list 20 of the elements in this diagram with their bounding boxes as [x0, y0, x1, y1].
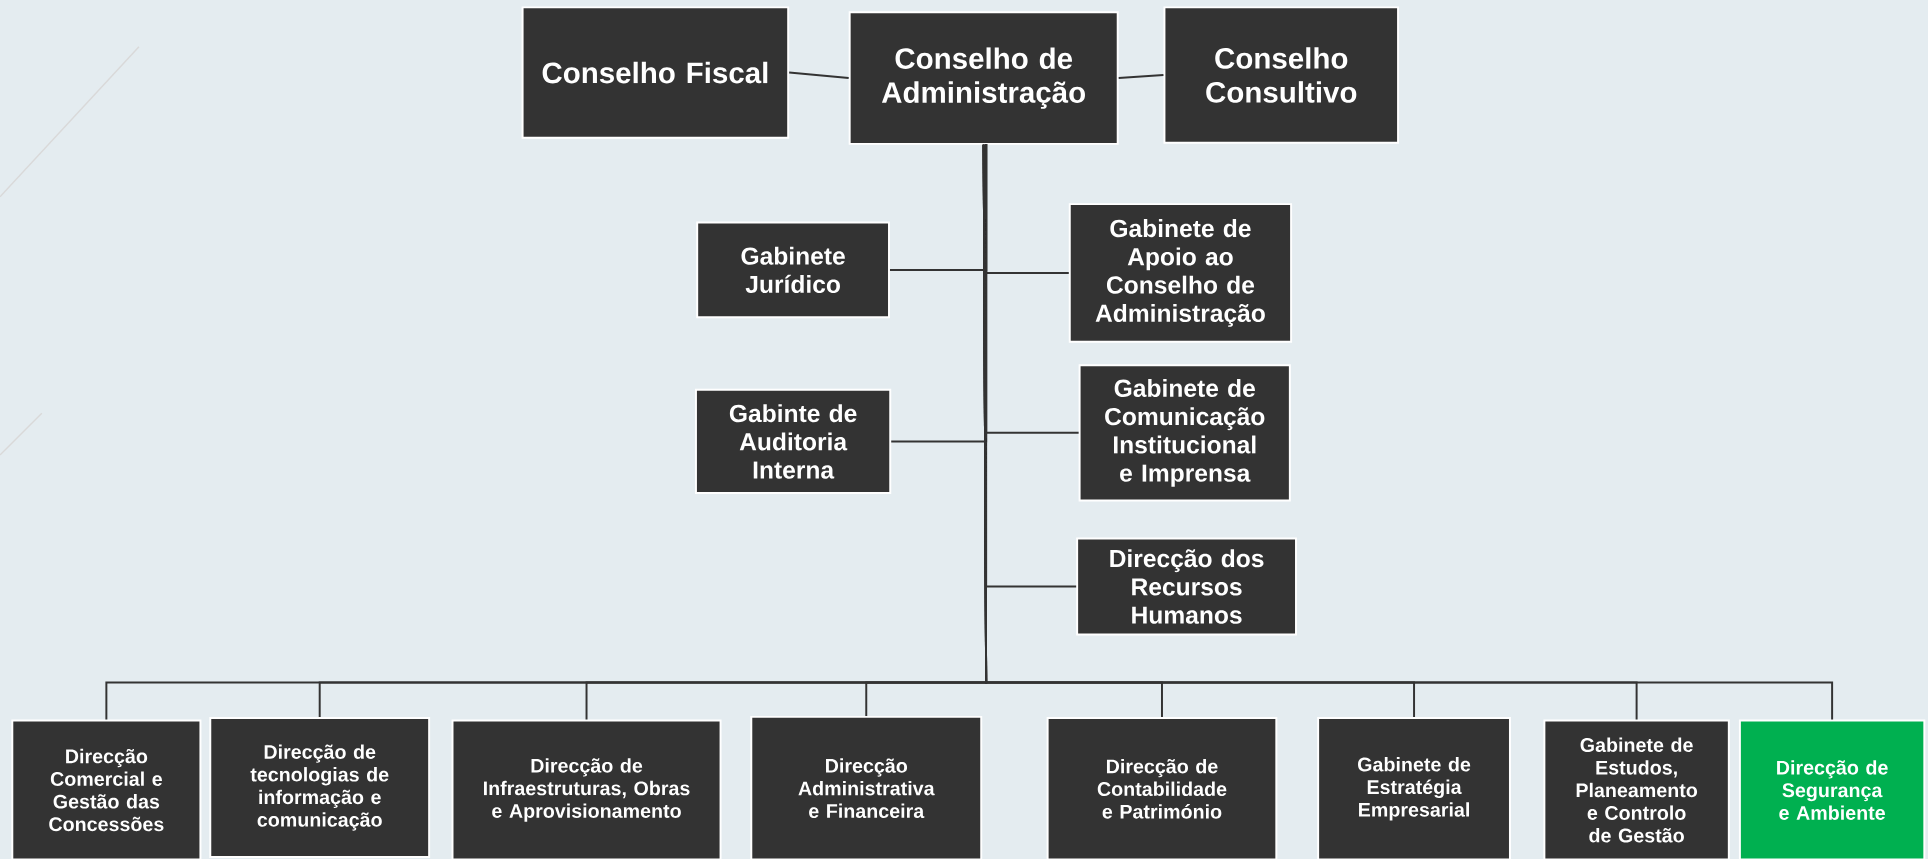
org-box: Gabinete de Estudos, Planeamento e Controlo de Gestão — [1543, 719, 1730, 859]
org-box: Gabinte de Auditoria Interna — [694, 388, 892, 495]
org-box: Conselho Consultivo — [1163, 6, 1400, 144]
org-box: Direcção de Infraestruturas, Obras e Aprovisionamento — [451, 719, 722, 859]
org-box: Conselho Fiscal — [521, 6, 790, 139]
connector-line — [1117, 74, 1165, 80]
org-box: Direcção de tecnologias de informação e comunicação — [209, 717, 431, 859]
org-box: Gabinete de Comunicação Institucional e Imprensa — [1078, 364, 1291, 502]
org-box: Gabinete de Estratégia Empresarial — [1317, 717, 1511, 859]
org-box: Gabinete de Apoio ao Conselho de Administração — [1068, 203, 1293, 343]
org-box: Direcção Administrativa e Financeira — [750, 715, 983, 859]
org-box: Direcção de Contabilidade e Património — [1046, 717, 1278, 859]
org-box: Direcção Comercial e Gestão das Concessões — [11, 719, 202, 859]
org-box: Conselho de Administração — [848, 11, 1119, 145]
connector-line — [985, 142, 1078, 588]
org-box: Direcção dos Recursos Humanos — [1076, 537, 1297, 636]
org-box: Direcção de Segurança e Ambiente — [1738, 719, 1926, 859]
connector-line — [982, 143, 1834, 721]
connector-line — [788, 71, 850, 80]
org-box: Gabinete Jurídico — [696, 221, 890, 319]
